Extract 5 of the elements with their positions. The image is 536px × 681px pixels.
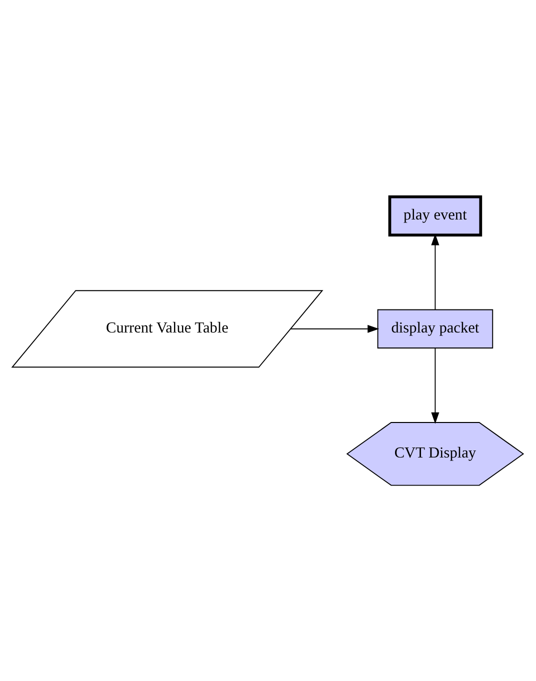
arrow [431,233,440,310]
arrow [290,324,380,332]
node-box: display packet [377,308,494,348]
node-box: play event [388,194,482,236]
arrow [431,347,440,424]
